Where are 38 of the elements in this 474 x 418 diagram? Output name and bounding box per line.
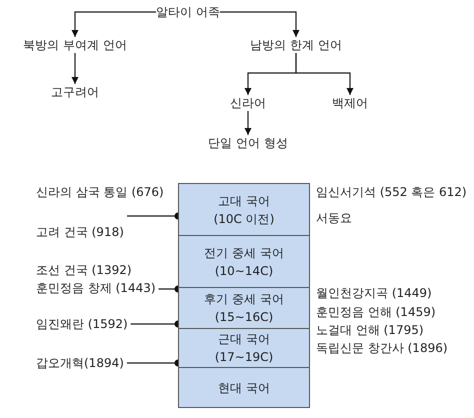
tree-node-label: 고구려어 <box>51 84 99 100</box>
period-name: 고대 국어 <box>218 192 270 208</box>
document-label: 임신서기석 (552 혹은 612) <box>316 184 467 200</box>
document-label: 노걸대 언해 (1795) <box>316 322 424 338</box>
tree-node-label: 백제어 <box>332 95 368 111</box>
period-box <box>178 367 310 408</box>
period-range: (15~16C) <box>214 309 274 325</box>
period-range: (17~19C) <box>214 349 274 365</box>
arrow <box>295 53 354 95</box>
arrow <box>244 111 252 135</box>
period-name: 후기 중세 국어 <box>204 291 284 307</box>
period-name: 현대 국어 <box>218 380 270 396</box>
period-name: 전기 중세 국어 <box>204 244 284 260</box>
document-label: 월인천강지곡 (1449) <box>316 285 432 301</box>
document-label: 서동요 <box>316 210 352 226</box>
document-label: 독립신문 창간사 (1896) <box>316 340 448 356</box>
period-box <box>178 287 310 329</box>
event-label: 신라의 삼국 통일 (676) <box>36 184 164 200</box>
tree-node-label: 신라어 <box>230 95 266 111</box>
period-range: (10C 이전) <box>214 210 274 226</box>
arrow <box>72 53 78 84</box>
tree-node-label: 알타이 어족 <box>156 4 220 20</box>
arrow <box>220 11 300 37</box>
document-label: 훈민정음 언해 (1459) <box>316 304 436 320</box>
period-name: 근대 국어 <box>218 331 270 347</box>
event-label: 훈민정음 창제 (1443) <box>36 280 156 296</box>
event-label: 조선 건국 (1392) <box>36 262 132 278</box>
period-box <box>178 183 310 236</box>
period-range: (10~14C) <box>214 262 274 278</box>
tree-node-label: 단일 언어 형성 <box>208 135 288 151</box>
tree-node-label: 북방의 부여계 언어 <box>23 37 127 53</box>
arrow <box>72 11 156 37</box>
period-box <box>178 235 310 288</box>
event-label: 갑오개혁(1894) <box>36 355 124 371</box>
event-label: 고려 건국 (918) <box>36 224 124 240</box>
event-label: 임진왜란 (1592) <box>36 316 128 332</box>
tree-node-label: 남방의 한계 언어 <box>250 37 342 53</box>
period-box <box>178 328 310 368</box>
